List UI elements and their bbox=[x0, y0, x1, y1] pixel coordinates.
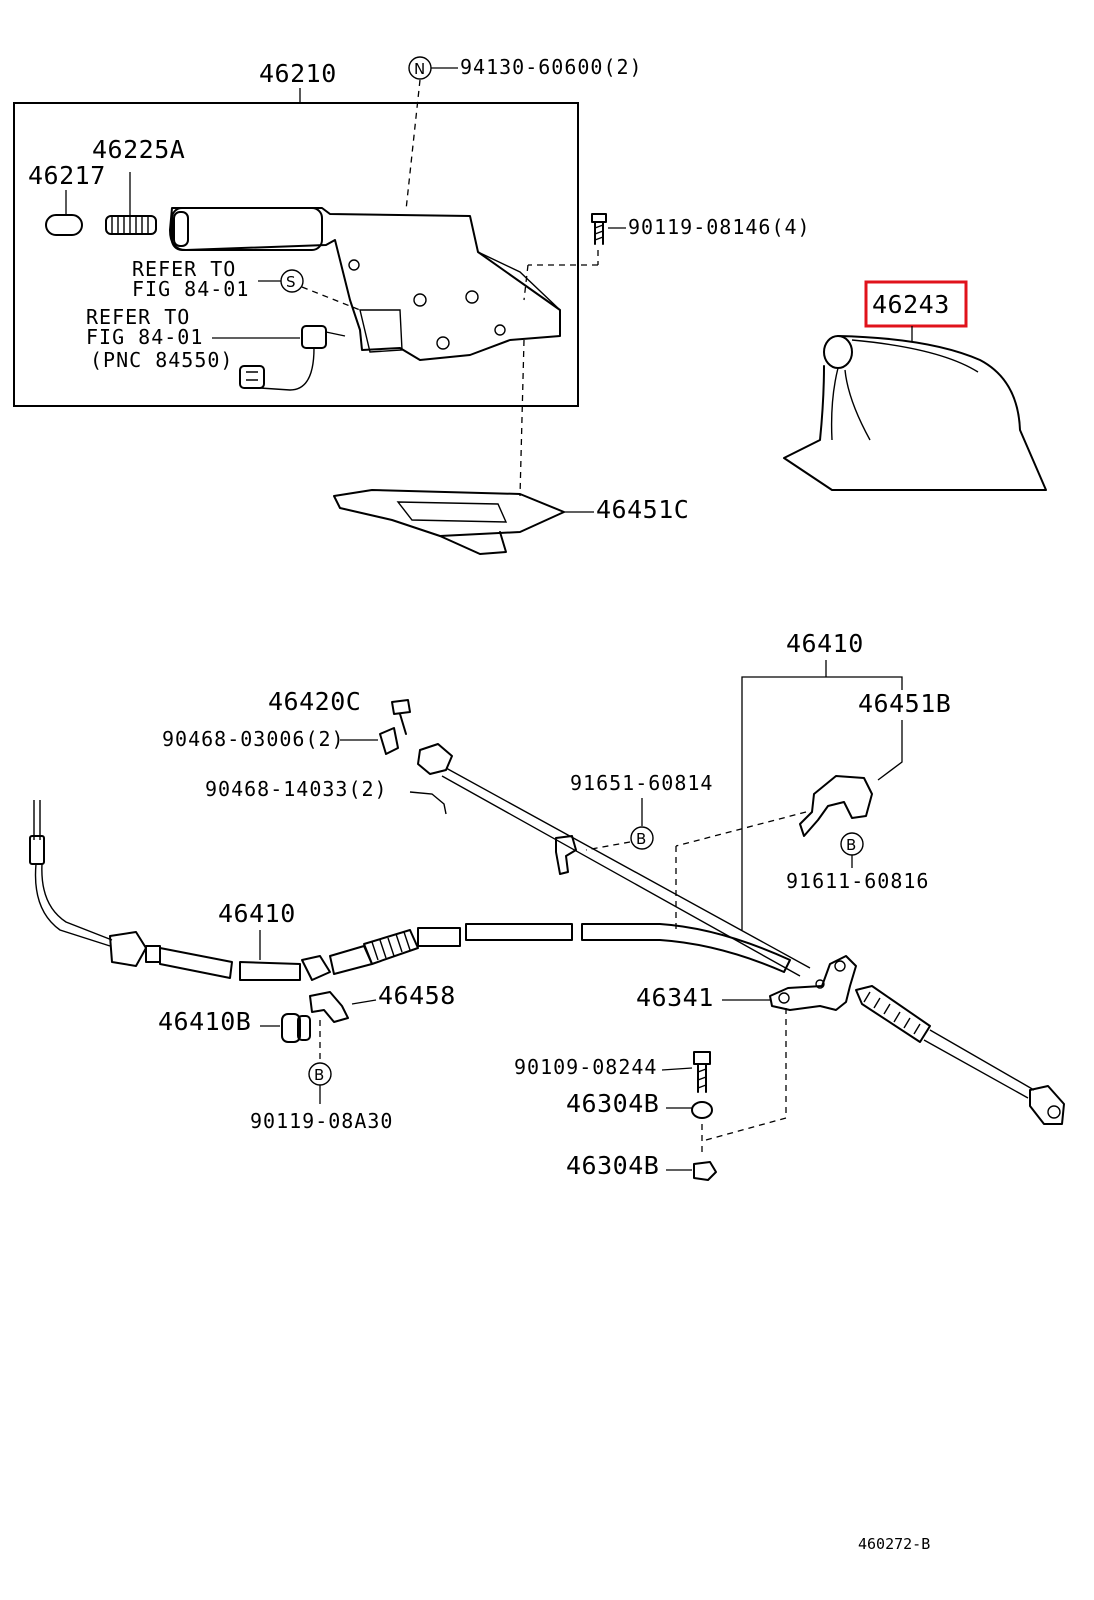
label-90119-08146[interactable]: 90119-08146(4) bbox=[628, 215, 811, 239]
label-94130-60600[interactable]: 94130-60600(2) bbox=[460, 55, 643, 79]
label-91651-60814[interactable]: 91651-60814 bbox=[570, 771, 713, 795]
refer-label-1b[interactable]: FIG 84-01 bbox=[132, 277, 249, 301]
label-46341[interactable]: 46341 bbox=[636, 983, 714, 1012]
refer-label-2c: (PNC 84550) bbox=[90, 348, 233, 372]
highlight-box-46243 bbox=[864, 280, 968, 328]
clamp-46458 bbox=[309, 991, 349, 1023]
cable-assembly-group: 46410 46420C 90468-03006(2) 90468-14033(… bbox=[29, 629, 1065, 1181]
bolt-46420C bbox=[391, 699, 411, 735]
switch-part bbox=[239, 325, 346, 391]
label-91611-60816[interactable]: 91611-60816 bbox=[786, 869, 929, 893]
label-90468-03006[interactable]: 90468-03006(2) bbox=[162, 727, 345, 751]
callout-b-1: B bbox=[846, 836, 856, 854]
left-rear-cable bbox=[29, 800, 791, 981]
label-90119-08A30[interactable]: 90119-08A30 bbox=[250, 1109, 393, 1133]
spring-part bbox=[105, 215, 157, 235]
nut-46304B-b bbox=[693, 1161, 717, 1181]
label-46225A[interactable]: 46225A bbox=[92, 135, 185, 164]
label-46410-top[interactable]: 46410 bbox=[786, 629, 864, 658]
callout-b-circle-2 bbox=[630, 826, 654, 850]
callout-s: S bbox=[286, 273, 296, 291]
bracket-46451C-part bbox=[333, 489, 565, 555]
lever-assembly-group: 46210 N 94130-60600(2) 46225A 46217 bbox=[13, 55, 811, 407]
callout-n: N bbox=[414, 60, 425, 78]
boot-46243-group: 46243 bbox=[783, 280, 1047, 491]
label-46458[interactable]: 46458 bbox=[378, 981, 456, 1010]
bolt-90109-08244 bbox=[693, 1051, 711, 1093]
label-46210[interactable]: 46210 bbox=[259, 59, 337, 88]
label-46410-mid[interactable]: 46410 bbox=[218, 899, 296, 928]
end-cap-part bbox=[45, 214, 83, 236]
bolt-90119-08146 bbox=[591, 213, 607, 245]
lever-boot-part bbox=[783, 335, 1047, 491]
right-rear-cable bbox=[855, 985, 1065, 1125]
clip-90468-14033 bbox=[409, 791, 447, 815]
parking-brake-lever bbox=[169, 207, 561, 361]
lever-assembly-box bbox=[13, 102, 579, 407]
refer-label-2b[interactable]: FIG 84-01 bbox=[86, 325, 203, 349]
callout-b-3: B bbox=[314, 1066, 324, 1084]
refer-label-1a: REFER TO bbox=[132, 257, 236, 281]
label-46304B-b[interactable]: 46304B bbox=[566, 1151, 659, 1180]
label-46451C[interactable]: 46451C bbox=[596, 495, 689, 524]
grommet-46410B bbox=[281, 1013, 311, 1043]
bracket-46451B-part bbox=[799, 775, 873, 837]
label-46410B[interactable]: 46410B bbox=[158, 1007, 251, 1036]
equalizer-46341 bbox=[769, 955, 857, 1011]
cable-end-upper bbox=[417, 743, 453, 775]
label-46304B-a[interactable]: 46304B bbox=[566, 1089, 659, 1118]
label-90468-14033[interactable]: 90468-14033(2) bbox=[205, 777, 388, 801]
bracket-46451C-group: 46451C bbox=[333, 339, 689, 555]
refer-label-2a: REFER TO bbox=[86, 305, 190, 329]
washer-46304B-a bbox=[691, 1101, 713, 1119]
label-46451B[interactable]: 46451B bbox=[858, 689, 951, 718]
label-90109-08244[interactable]: 90109-08244 bbox=[514, 1055, 657, 1079]
clamp-90468-03006 bbox=[379, 727, 399, 755]
label-46420C[interactable]: 46420C bbox=[268, 687, 361, 716]
label-46243[interactable]: 46243 bbox=[872, 290, 950, 319]
callout-b-2: B bbox=[636, 830, 646, 848]
figure-code: 460272-B bbox=[858, 1535, 930, 1553]
callout-s-circle bbox=[280, 269, 304, 293]
label-46217[interactable]: 46217 bbox=[28, 161, 106, 190]
